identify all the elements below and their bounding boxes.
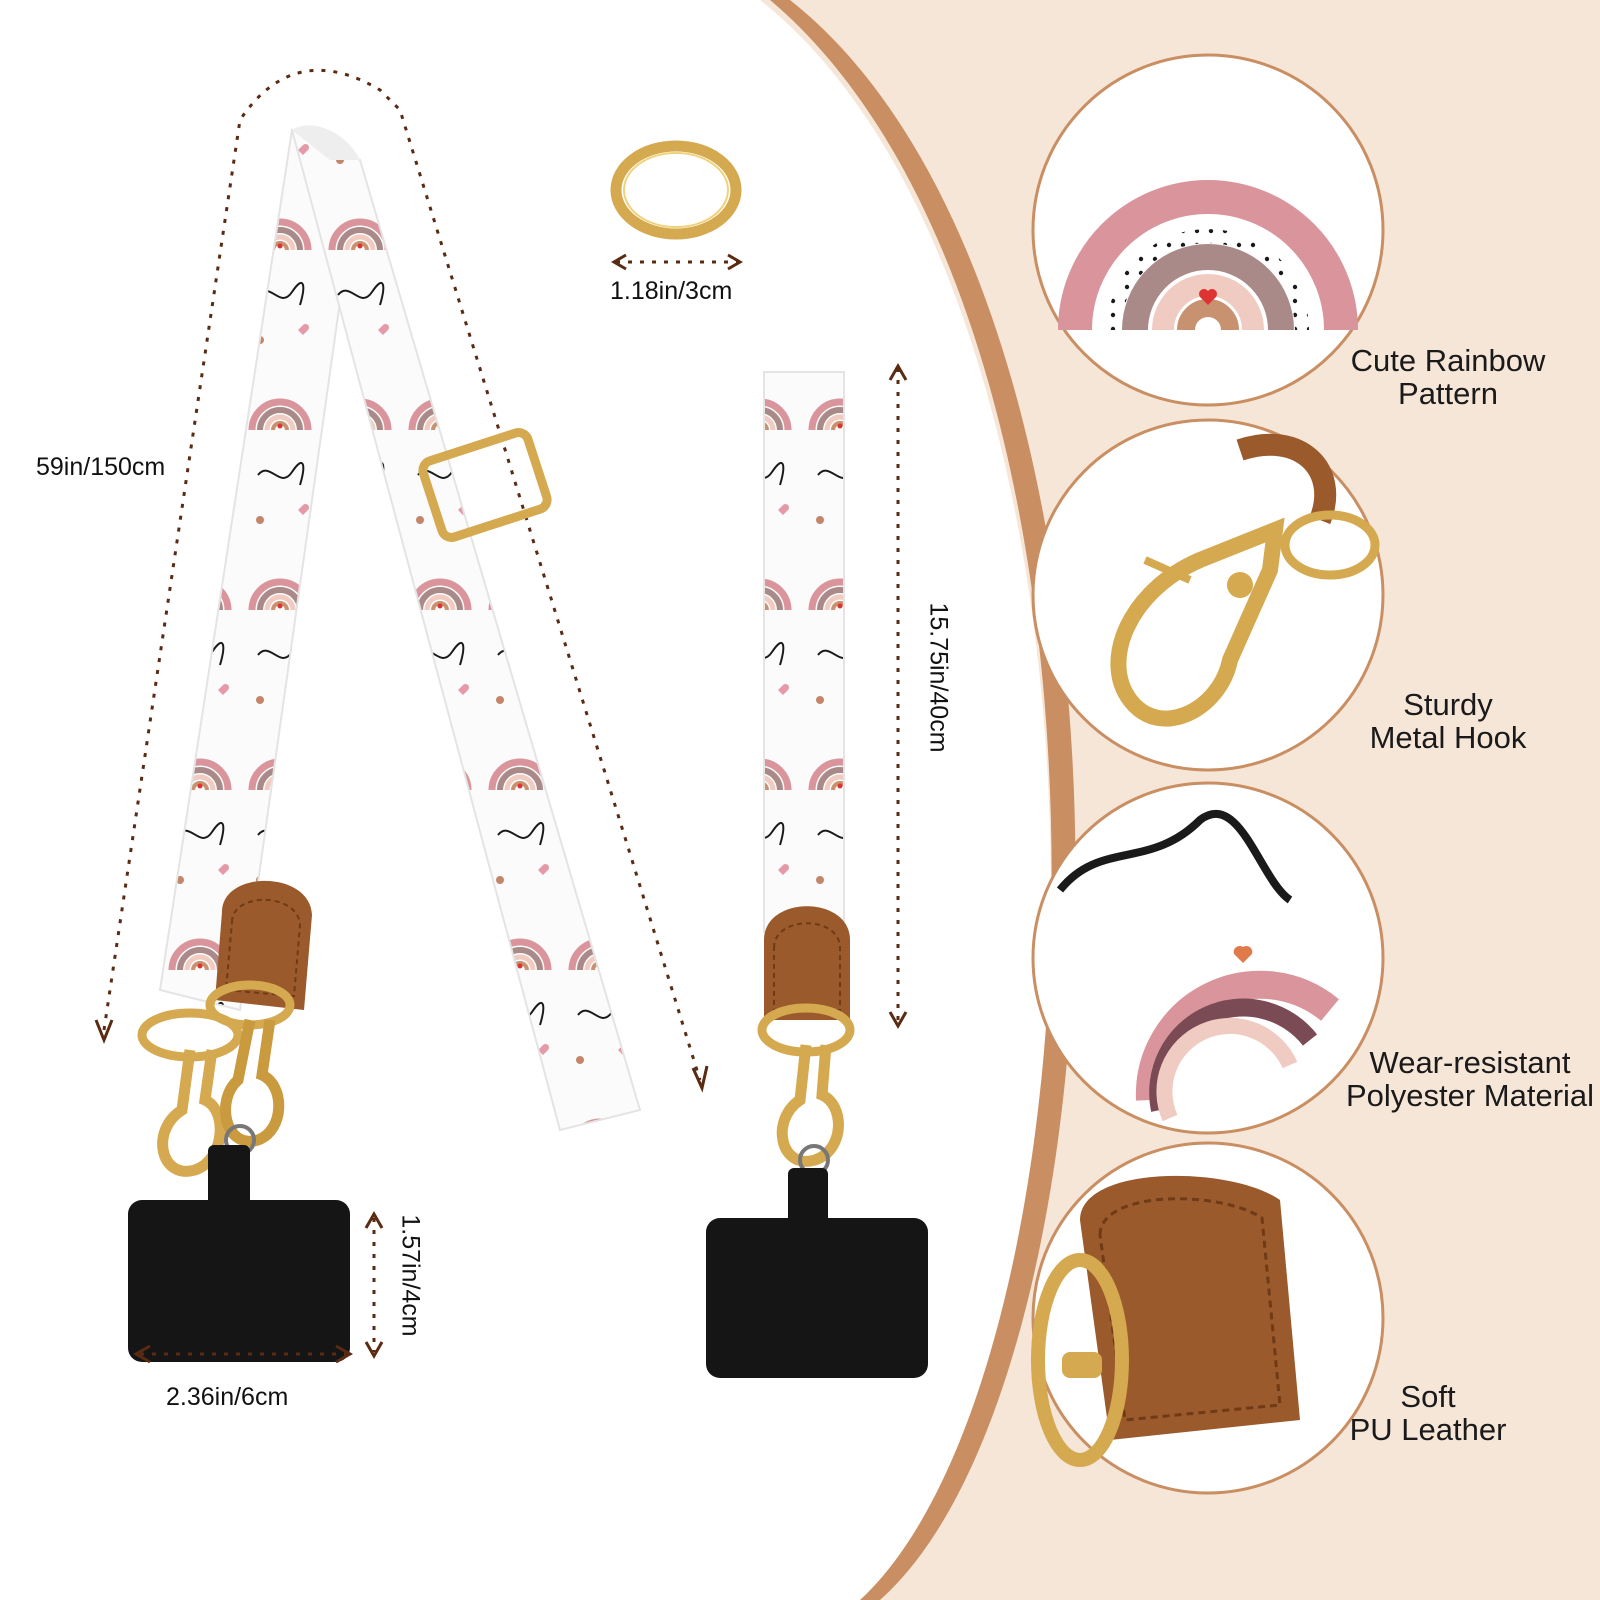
long-strap-leather-tab	[215, 880, 312, 1010]
feature-label-line2: Polyester Material	[1345, 1078, 1595, 1113]
background-accent-ring	[770, 0, 1076, 1600]
short-strap	[763, 371, 845, 933]
short-strap-leather-tab	[764, 906, 850, 1020]
long-strap-dimension-line	[102, 68, 702, 1081]
long-strap-arrow-left	[94, 1019, 114, 1045]
feature-label-leather: Soft PU Leather	[1298, 1380, 1558, 1446]
feature-circle-hook	[1031, 418, 1385, 772]
fabric-icon	[1056, 810, 1339, 1122]
feature-label-line1: Wear-resistant	[1369, 1045, 1571, 1080]
leather-icon	[1031, 1175, 1300, 1467]
adjuster-buckle	[418, 428, 552, 542]
feature-circle-leather	[1031, 1141, 1385, 1495]
feature-label-line1: Sturdy	[1403, 687, 1493, 722]
feature-label-rainbow: Cute Rainbow Pattern	[1318, 344, 1578, 410]
long-strap-dimension-label: 59in/150cm	[36, 453, 166, 481]
pad-height-dimension-label: 1.57in/4cm	[396, 1214, 425, 1337]
feature-circle-fabric	[1031, 781, 1385, 1135]
short-strap-dimension-label: 15.75in/40cm	[924, 602, 953, 753]
feature-circle-rainbow	[1031, 53, 1385, 407]
short-strap-hook	[776, 1044, 844, 1167]
long-strap-hook-2	[220, 1018, 285, 1147]
hook-icon	[1110, 433, 1380, 727]
key-ring	[610, 140, 742, 240]
short-strap-pad-tab	[788, 1168, 828, 1226]
key-ring-dimension-label: 1.18in/3cm	[610, 277, 733, 305]
long-strap-fold	[292, 125, 360, 160]
long-strap-pad-tab	[208, 1145, 250, 1205]
short-strap-phone-pad	[706, 1218, 928, 1378]
feature-label-line1: Soft	[1400, 1379, 1456, 1414]
feature-label-line2: PU Leather	[1349, 1412, 1507, 1447]
long-strap-arrow-right	[691, 1065, 709, 1093]
rainbow-icon	[1058, 180, 1358, 331]
long-strap-hook-1	[157, 1049, 226, 1177]
feature-label-hook: Sturdy Metal Hook	[1318, 688, 1578, 754]
long-strap-right-arm	[290, 128, 642, 1132]
feature-label-line2: Metal Hook	[1369, 720, 1527, 755]
feature-label-fabric: Wear-resistant Polyester Material	[1338, 1046, 1600, 1112]
feature-label-line1: Cute Rainbow	[1350, 343, 1546, 378]
pad-width-dimension-label: 2.36in/6cm	[166, 1383, 289, 1411]
long-strap-phone-pad	[128, 1200, 350, 1362]
feature-label-line2: Pattern	[1398, 376, 1498, 411]
